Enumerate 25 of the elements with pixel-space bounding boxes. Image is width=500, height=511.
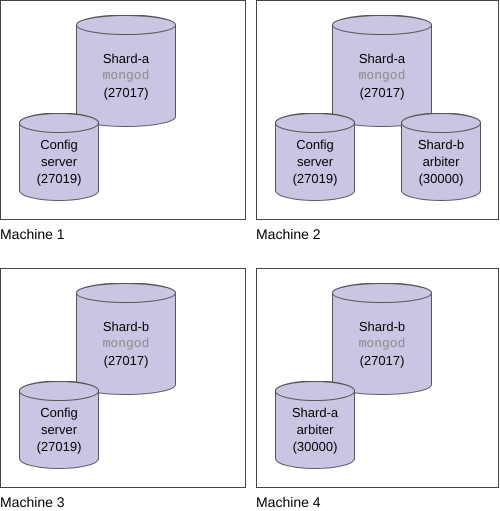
node-label: Shard-a arbiter (30000) bbox=[290, 404, 340, 454]
machine-box bbox=[256, 0, 499, 220]
process-name: mongod bbox=[102, 66, 150, 84]
node-label: (27017) bbox=[104, 84, 148, 100]
node-label: (27017) bbox=[360, 84, 404, 100]
node-label: Shard-a bbox=[358, 50, 406, 66]
machine-box bbox=[0, 268, 246, 488]
node-label: Shard-b bbox=[358, 318, 406, 334]
machine-box bbox=[256, 268, 499, 488]
node-label: Shard-b arbiter (30000) bbox=[416, 136, 466, 186]
node-label: (27017) bbox=[360, 352, 404, 368]
machine-box bbox=[0, 0, 246, 220]
machine-label: Machine 1 bbox=[0, 226, 65, 242]
machine-label: Machine 3 bbox=[0, 494, 65, 510]
node-label: Config server (27019) bbox=[292, 136, 338, 186]
node-label: (27017) bbox=[104, 352, 148, 368]
process-name: mongod bbox=[358, 334, 406, 352]
process-name: mongod bbox=[102, 334, 150, 352]
node-label: Shard-b bbox=[102, 318, 150, 334]
process-name: mongod bbox=[358, 66, 406, 84]
machine-label: Machine 2 bbox=[256, 226, 321, 242]
node-label: Shard-a bbox=[102, 50, 150, 66]
machine-label: Machine 4 bbox=[256, 494, 321, 510]
node-label: Config server (27019) bbox=[36, 136, 82, 186]
node-label: Config server (27019) bbox=[36, 404, 82, 454]
